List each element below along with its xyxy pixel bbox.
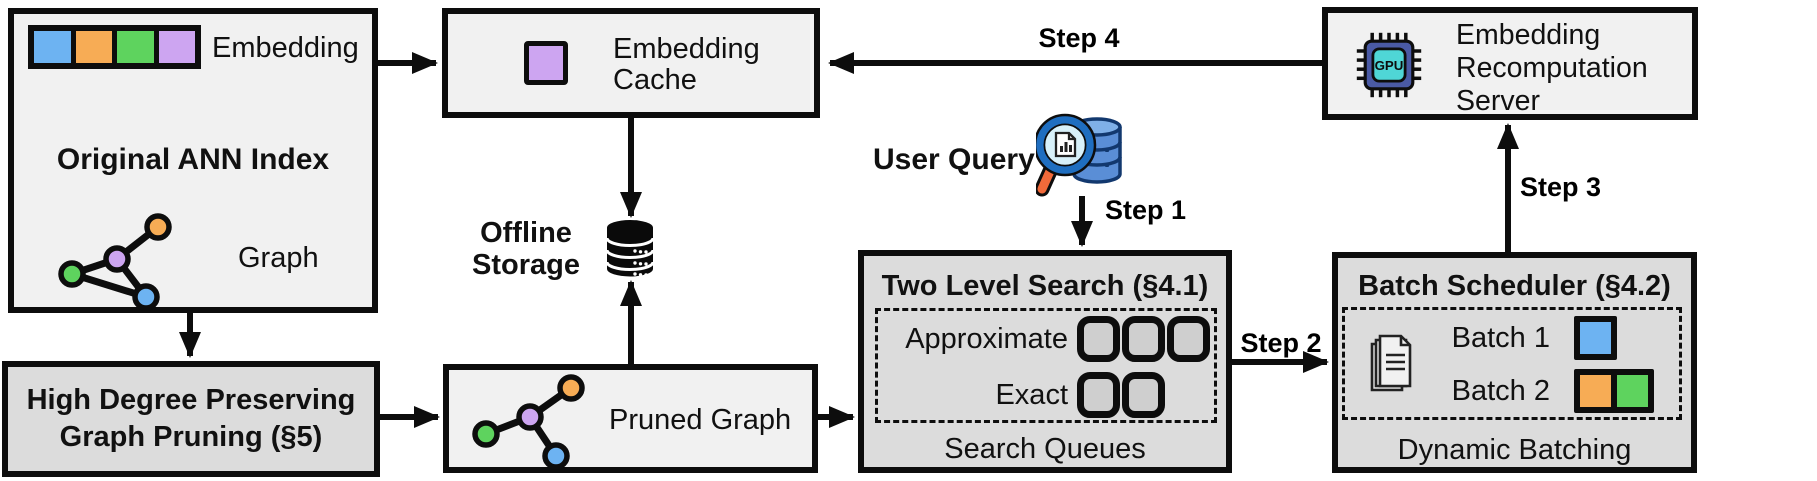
dynamic-batching-label: Dynamic Batching xyxy=(1397,434,1632,466)
step4-label: Step 4 xyxy=(1038,23,1120,53)
embedding-cell-blue xyxy=(34,31,71,63)
queue-slot xyxy=(1077,316,1120,362)
pruned-graph-box: Pruned Graph xyxy=(443,364,818,473)
batch-scheduler-box: Batch Scheduler (§4.2) Batch 1 Batch 2 D… xyxy=(1332,252,1697,473)
ann-index-title: Original ANN Index xyxy=(56,143,330,176)
original-graph-icon xyxy=(58,213,172,311)
queue-slot xyxy=(1122,372,1165,418)
step2-label: Step 2 xyxy=(1240,328,1322,358)
pruned-graph-icon xyxy=(472,374,585,470)
batch1-label: Batch 1 xyxy=(1451,322,1550,354)
exact-queue-slots xyxy=(1077,372,1165,418)
embedding-cache-label: Embedding Cache xyxy=(613,33,760,96)
queue-slot xyxy=(1167,316,1210,362)
embedding-cell-purple xyxy=(158,31,195,63)
offline-storage-label: Offline Storage xyxy=(472,217,580,281)
queue-slot xyxy=(1077,372,1120,418)
embedding-cell-orange xyxy=(75,31,112,63)
approximate-queue-slots xyxy=(1077,316,1210,362)
search-queues-dashed-box xyxy=(875,308,1217,423)
batch-scheduler-title: Batch Scheduler (§4.2) xyxy=(1358,270,1671,302)
user-query-icon xyxy=(1036,113,1122,197)
recomputation-server-box: GPU Embedding Recomputation Server xyxy=(1322,7,1698,120)
graph-label: Graph xyxy=(238,242,319,274)
pruned-graph-label: Pruned Graph xyxy=(609,404,792,436)
gpu-chip-label: GPU xyxy=(1375,58,1404,73)
step3-label: Step 3 xyxy=(1520,172,1602,202)
batch2-squares xyxy=(1574,369,1654,413)
embedding-vector-icon xyxy=(28,25,201,69)
two-level-search-title: Two Level Search (§4.1) xyxy=(881,270,1209,302)
step1-label: Step 1 xyxy=(1105,195,1187,225)
queue-slot xyxy=(1122,316,1165,362)
documents-icon xyxy=(1370,334,1412,392)
dynamic-batching-dashed-box xyxy=(1342,307,1682,420)
database-icon xyxy=(605,220,655,277)
batch1-square-blue xyxy=(1574,316,1617,360)
search-queues-label: Search Queues xyxy=(944,433,1146,465)
user-query-label: User Query xyxy=(873,143,1035,176)
embedding-cache-box: Embedding Cache xyxy=(442,8,820,118)
pruning-title-line2: Graph Pruning (§5) xyxy=(59,421,323,453)
approximate-label: Approximate xyxy=(905,323,1068,355)
cached-embedding-icon xyxy=(524,41,568,85)
two-level-search-box: Two Level Search (§4.1) Approximate Exac… xyxy=(858,250,1232,473)
gpu-icon: GPU xyxy=(1356,32,1422,98)
embedding-label: Embedding xyxy=(212,32,359,64)
original-ann-index-box: Embedding Original ANN Index Graph xyxy=(8,8,378,313)
recomputation-server-label: Embedding Recomputation Server xyxy=(1456,19,1648,117)
embedding-cell-green xyxy=(117,31,154,63)
batch2-square-green xyxy=(1611,369,1654,413)
exact-label: Exact xyxy=(995,379,1068,411)
batch2-label: Batch 2 xyxy=(1451,375,1550,407)
pruning-title-line1: High Degree Preserving xyxy=(26,384,356,416)
graph-pruning-box: High Degree Preserving Graph Pruning (§5… xyxy=(2,361,380,477)
